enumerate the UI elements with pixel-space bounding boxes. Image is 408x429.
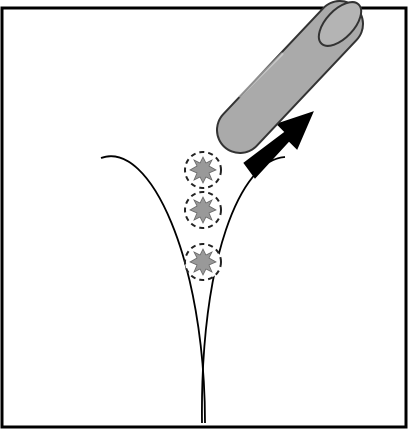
- particle-middle: [185, 192, 221, 228]
- particle-top: [185, 152, 221, 188]
- particle-bottom: [185, 244, 221, 280]
